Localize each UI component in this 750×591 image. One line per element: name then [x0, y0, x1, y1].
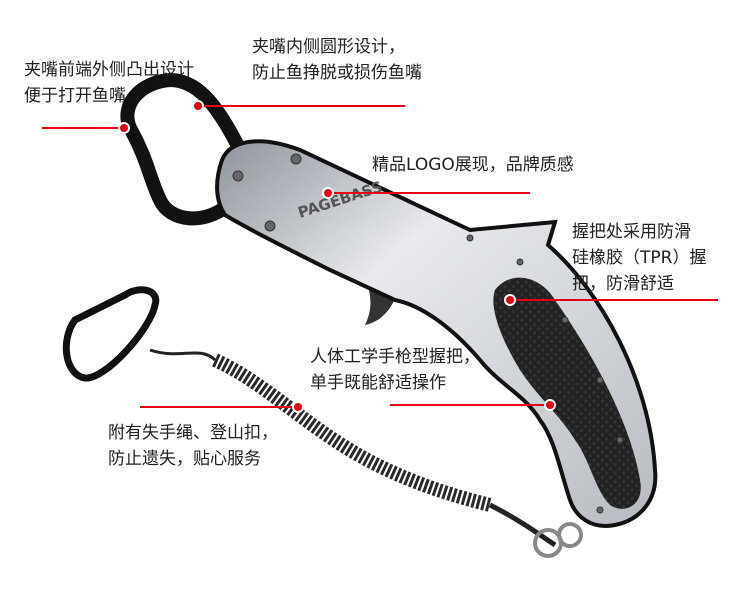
- grip-pad: [493, 277, 641, 509]
- callout-line: 夹嘴前端外侧凸出设计: [24, 60, 194, 80]
- callout-lanyard: 附有失手绳、登山扣， 防止遗失，贴心服务: [108, 420, 278, 472]
- callout-line: 夹嘴内侧圆形设计，: [252, 37, 405, 57]
- callout-line: 防止遗失，贴心服务: [108, 449, 261, 469]
- split-ring: [557, 522, 583, 548]
- callout-jaw-tip: 夹嘴前端外侧凸出设计 便于打开鱼嘴: [24, 57, 194, 109]
- callout-line: 附有失手绳、登山扣，: [108, 423, 278, 443]
- callout-line: 防止鱼挣脱或损伤鱼嘴: [252, 63, 422, 83]
- callout-logo: 精品LOGO展现，品牌质感: [372, 152, 574, 178]
- callout-line: 握把处采用防滑: [572, 222, 691, 242]
- callout-line: 单手既能舒适操作: [310, 373, 446, 393]
- callout-line: 硅橡胶（TPR）握: [572, 248, 707, 268]
- lanyard-end: [488, 502, 557, 548]
- callout-jaw-inner: 夹嘴内侧圆形设计， 防止鱼挣脱或损伤鱼嘴: [252, 34, 422, 86]
- carabiner: [62, 286, 160, 382]
- lanyard-cord: [149, 348, 217, 362]
- leader-dots: [118, 100, 556, 413]
- callout-line: 精品LOGO展现，品牌质感: [372, 155, 574, 175]
- callout-line: 便于打开鱼嘴: [24, 86, 126, 106]
- callout-ergonomic: 人体工学手枪型握把， 单手既能舒适操作: [310, 344, 480, 396]
- handle-body: [215, 139, 658, 528]
- callout-grip: 握把处采用防滑 硅橡胶（TPR）握 把，防滑舒适: [572, 219, 706, 297]
- leader-lines: [42, 105, 718, 408]
- lanyard-coil: [212, 353, 492, 512]
- screws: [232, 153, 624, 514]
- callout-line: 把，防滑舒适: [572, 274, 674, 294]
- callout-line: 人体工学手枪型握把，: [310, 347, 480, 367]
